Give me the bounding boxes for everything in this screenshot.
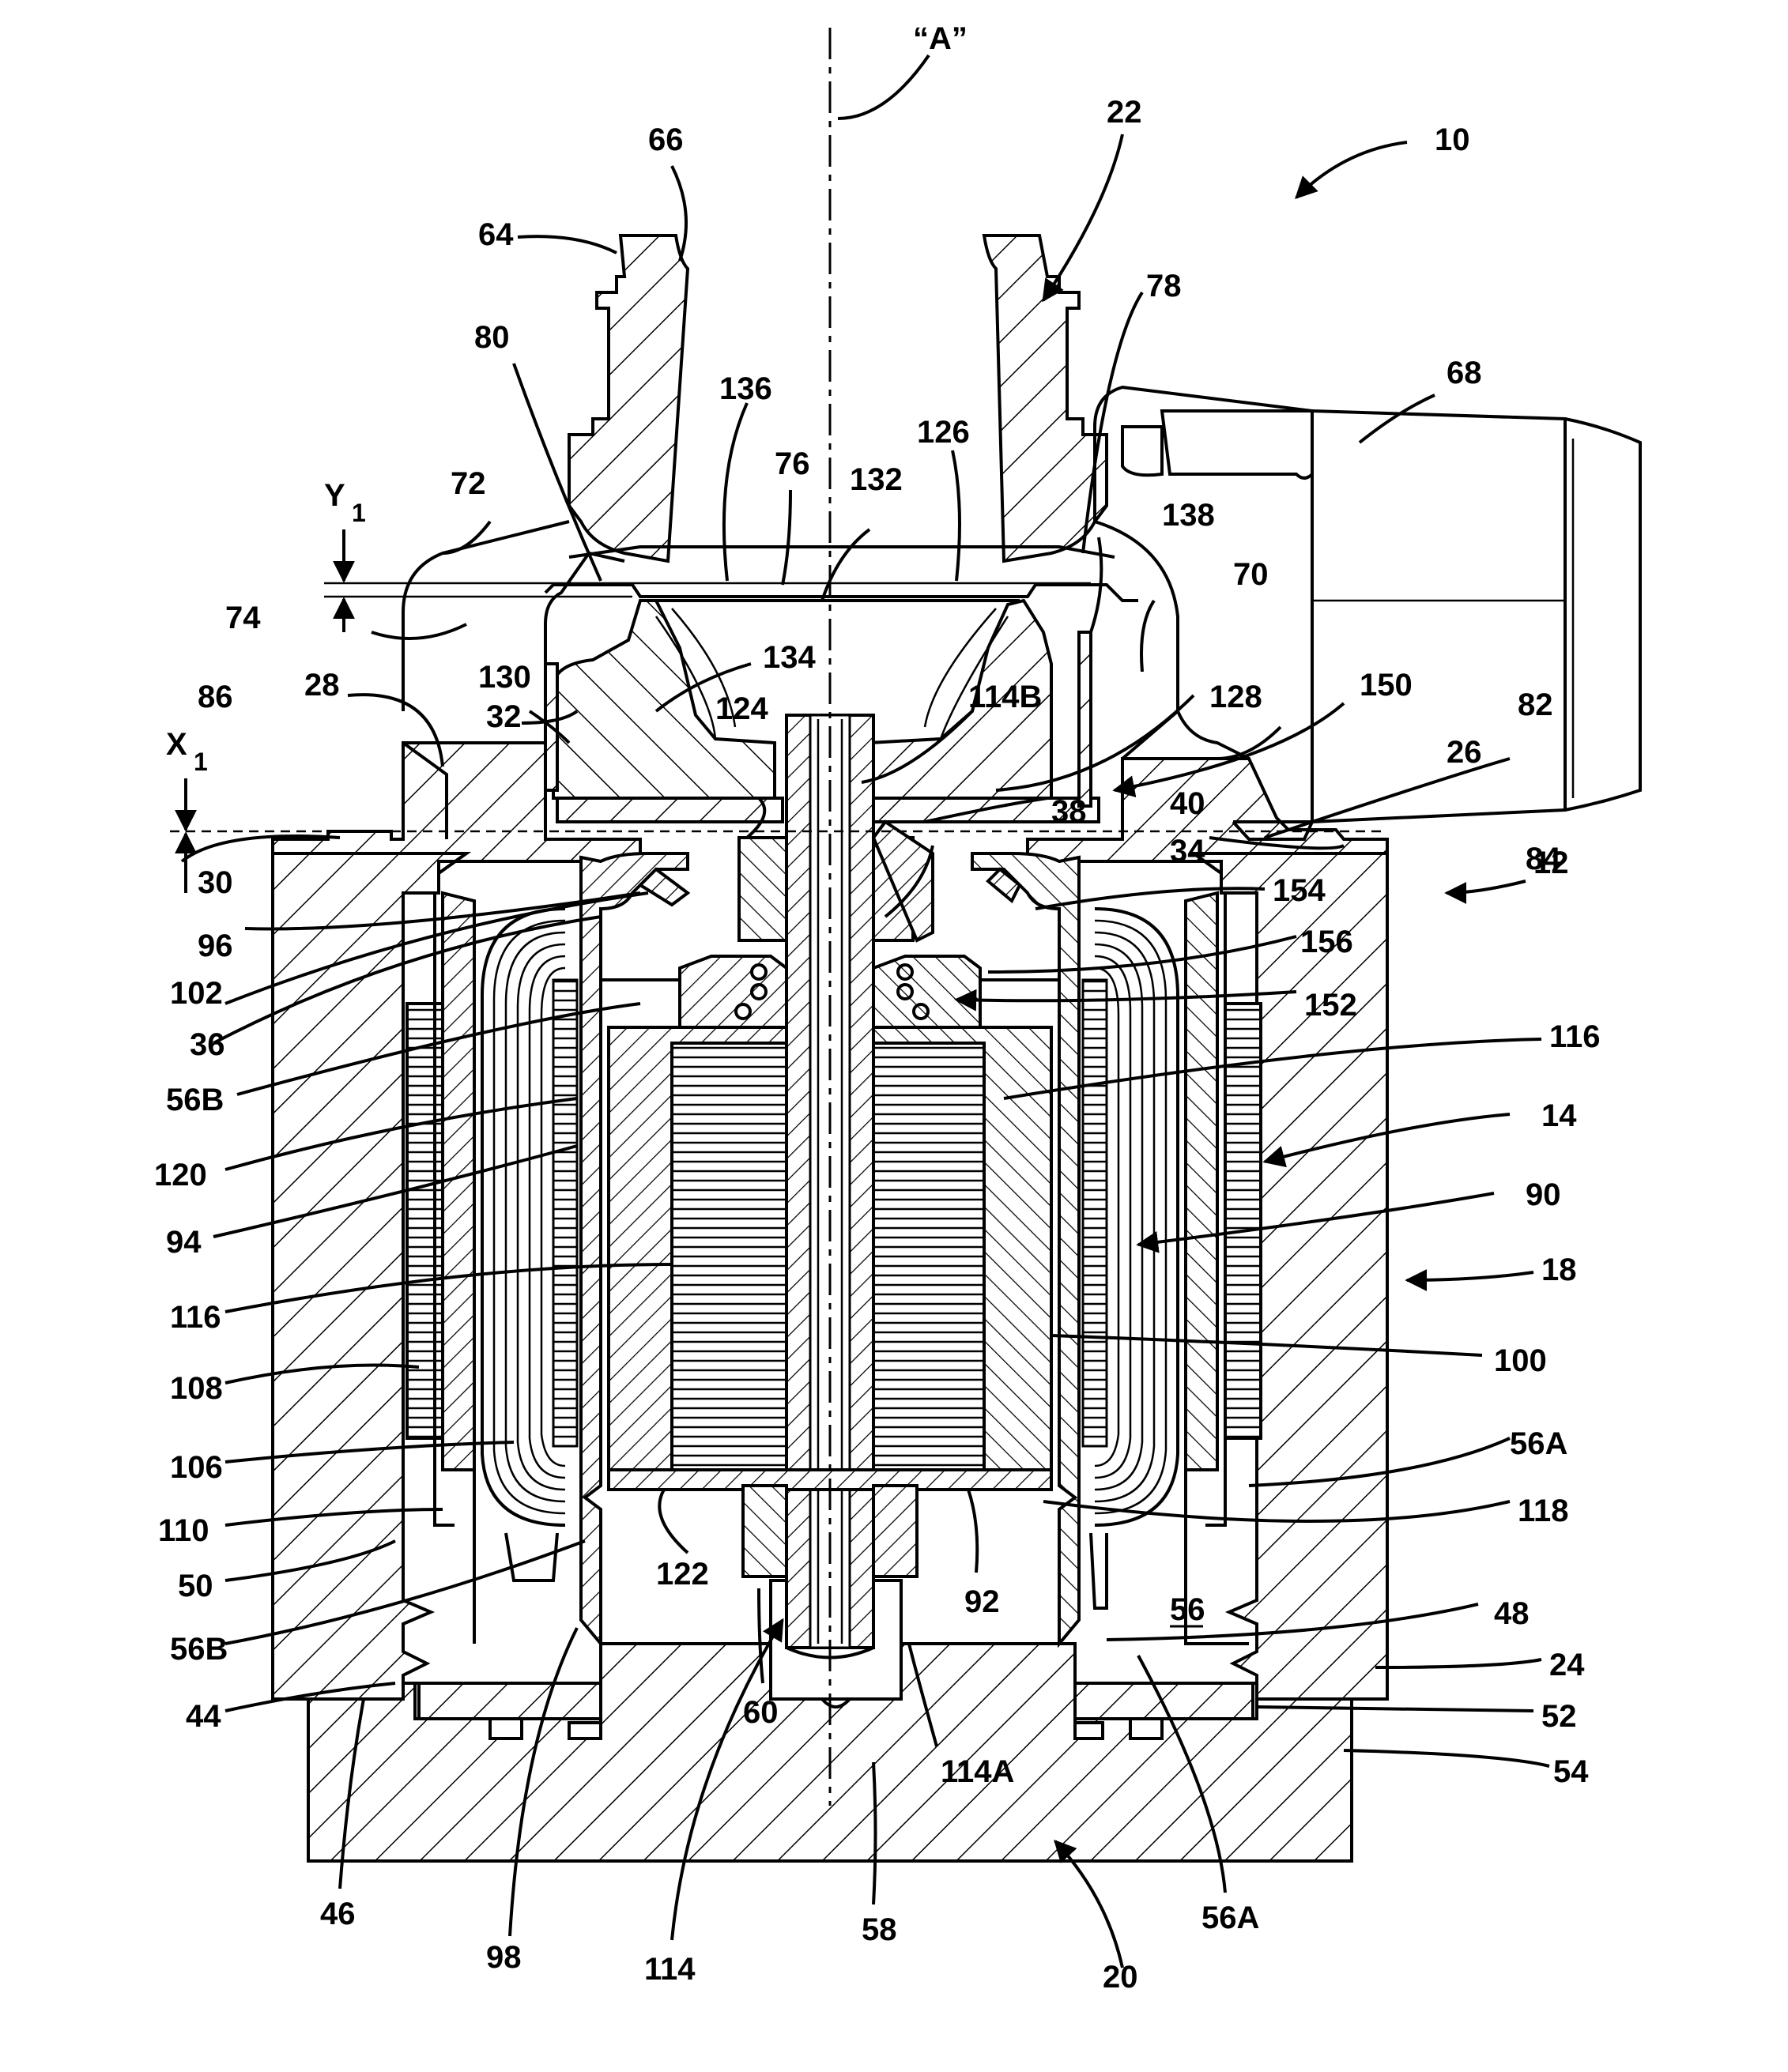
label-100: 100 — [1494, 1343, 1547, 1378]
label-70: 70 — [1233, 557, 1269, 592]
label-64: 64 — [478, 217, 514, 252]
label-98: 98 — [486, 1940, 522, 1975]
label-44: 44 — [186, 1699, 221, 1734]
label-114B: 114B — [968, 680, 1042, 714]
label-118: 118 — [1518, 1494, 1569, 1528]
label-134: 134 — [763, 640, 816, 675]
label-156: 156 — [1300, 925, 1353, 959]
label-56: 56 — [1170, 1592, 1205, 1627]
label-38: 38 — [1051, 794, 1087, 829]
label-136: 136 — [719, 371, 772, 406]
label-14: 14 — [1541, 1098, 1577, 1133]
label-108: 108 — [170, 1371, 223, 1406]
label-72: 72 — [451, 466, 486, 501]
label-106: 106 — [170, 1450, 223, 1485]
label-152: 152 — [1304, 988, 1357, 1023]
label-12: 12 — [1533, 846, 1569, 880]
label-56B-bottom: 56B — [170, 1632, 228, 1667]
label-124: 124 — [715, 691, 768, 726]
dim-x-label: X — [166, 727, 187, 762]
label-94: 94 — [166, 1225, 202, 1260]
label-110: 110 — [158, 1513, 209, 1548]
label-90: 90 — [1526, 1177, 1561, 1212]
label-92: 92 — [964, 1584, 1000, 1619]
label-102: 102 — [170, 976, 223, 1011]
label-54: 54 — [1553, 1754, 1589, 1789]
label-56B-top: 56B — [166, 1083, 224, 1117]
label-56A-bottom: 56A — [1201, 1901, 1259, 1935]
label-10: 10 — [1435, 122, 1470, 157]
axis-label-A: “A” — [913, 21, 968, 56]
dim-y-sub: 1 — [352, 499, 366, 527]
label-30: 30 — [198, 865, 233, 900]
label-48: 48 — [1494, 1596, 1530, 1631]
label-28: 28 — [304, 668, 340, 703]
label-22: 22 — [1107, 95, 1142, 130]
label-68: 68 — [1447, 356, 1482, 390]
label-96: 96 — [198, 929, 233, 963]
label-82: 82 — [1518, 688, 1553, 722]
label-52: 52 — [1541, 1699, 1577, 1734]
label-154: 154 — [1273, 873, 1326, 908]
label-128: 128 — [1209, 680, 1262, 714]
label-50: 50 — [178, 1569, 213, 1603]
label-46: 46 — [320, 1897, 356, 1931]
label-24: 24 — [1549, 1648, 1585, 1682]
label-74: 74 — [225, 601, 261, 635]
label-20: 20 — [1103, 1960, 1138, 1995]
label-56A-right: 56A — [1510, 1426, 1567, 1461]
label-34: 34 — [1170, 834, 1205, 868]
label-18: 18 — [1541, 1253, 1577, 1287]
label-138: 138 — [1162, 498, 1215, 533]
label-114: 114 — [644, 1952, 696, 1987]
label-126: 126 — [917, 415, 970, 450]
dim-x-sub: 1 — [194, 748, 208, 776]
label-130: 130 — [478, 660, 531, 695]
label-78: 78 — [1146, 269, 1182, 303]
label-86: 86 — [198, 680, 233, 714]
label-132: 132 — [850, 462, 903, 497]
label-32: 32 — [486, 699, 522, 734]
dim-y-label: Y — [324, 478, 345, 513]
label-116-mid: 116 — [170, 1300, 221, 1335]
label-120: 120 — [154, 1158, 207, 1192]
label-76: 76 — [775, 446, 810, 481]
label-58: 58 — [862, 1912, 897, 1947]
label-150: 150 — [1360, 668, 1413, 703]
label-116-top: 116 — [1549, 1019, 1601, 1054]
label-60: 60 — [743, 1695, 779, 1730]
label-80: 80 — [474, 320, 510, 355]
label-114A: 114A — [941, 1754, 1014, 1789]
label-26: 26 — [1447, 735, 1482, 770]
label-122: 122 — [656, 1557, 709, 1592]
label-66: 66 — [648, 122, 684, 157]
label-36: 36 — [190, 1027, 225, 1062]
label-40: 40 — [1170, 786, 1205, 821]
